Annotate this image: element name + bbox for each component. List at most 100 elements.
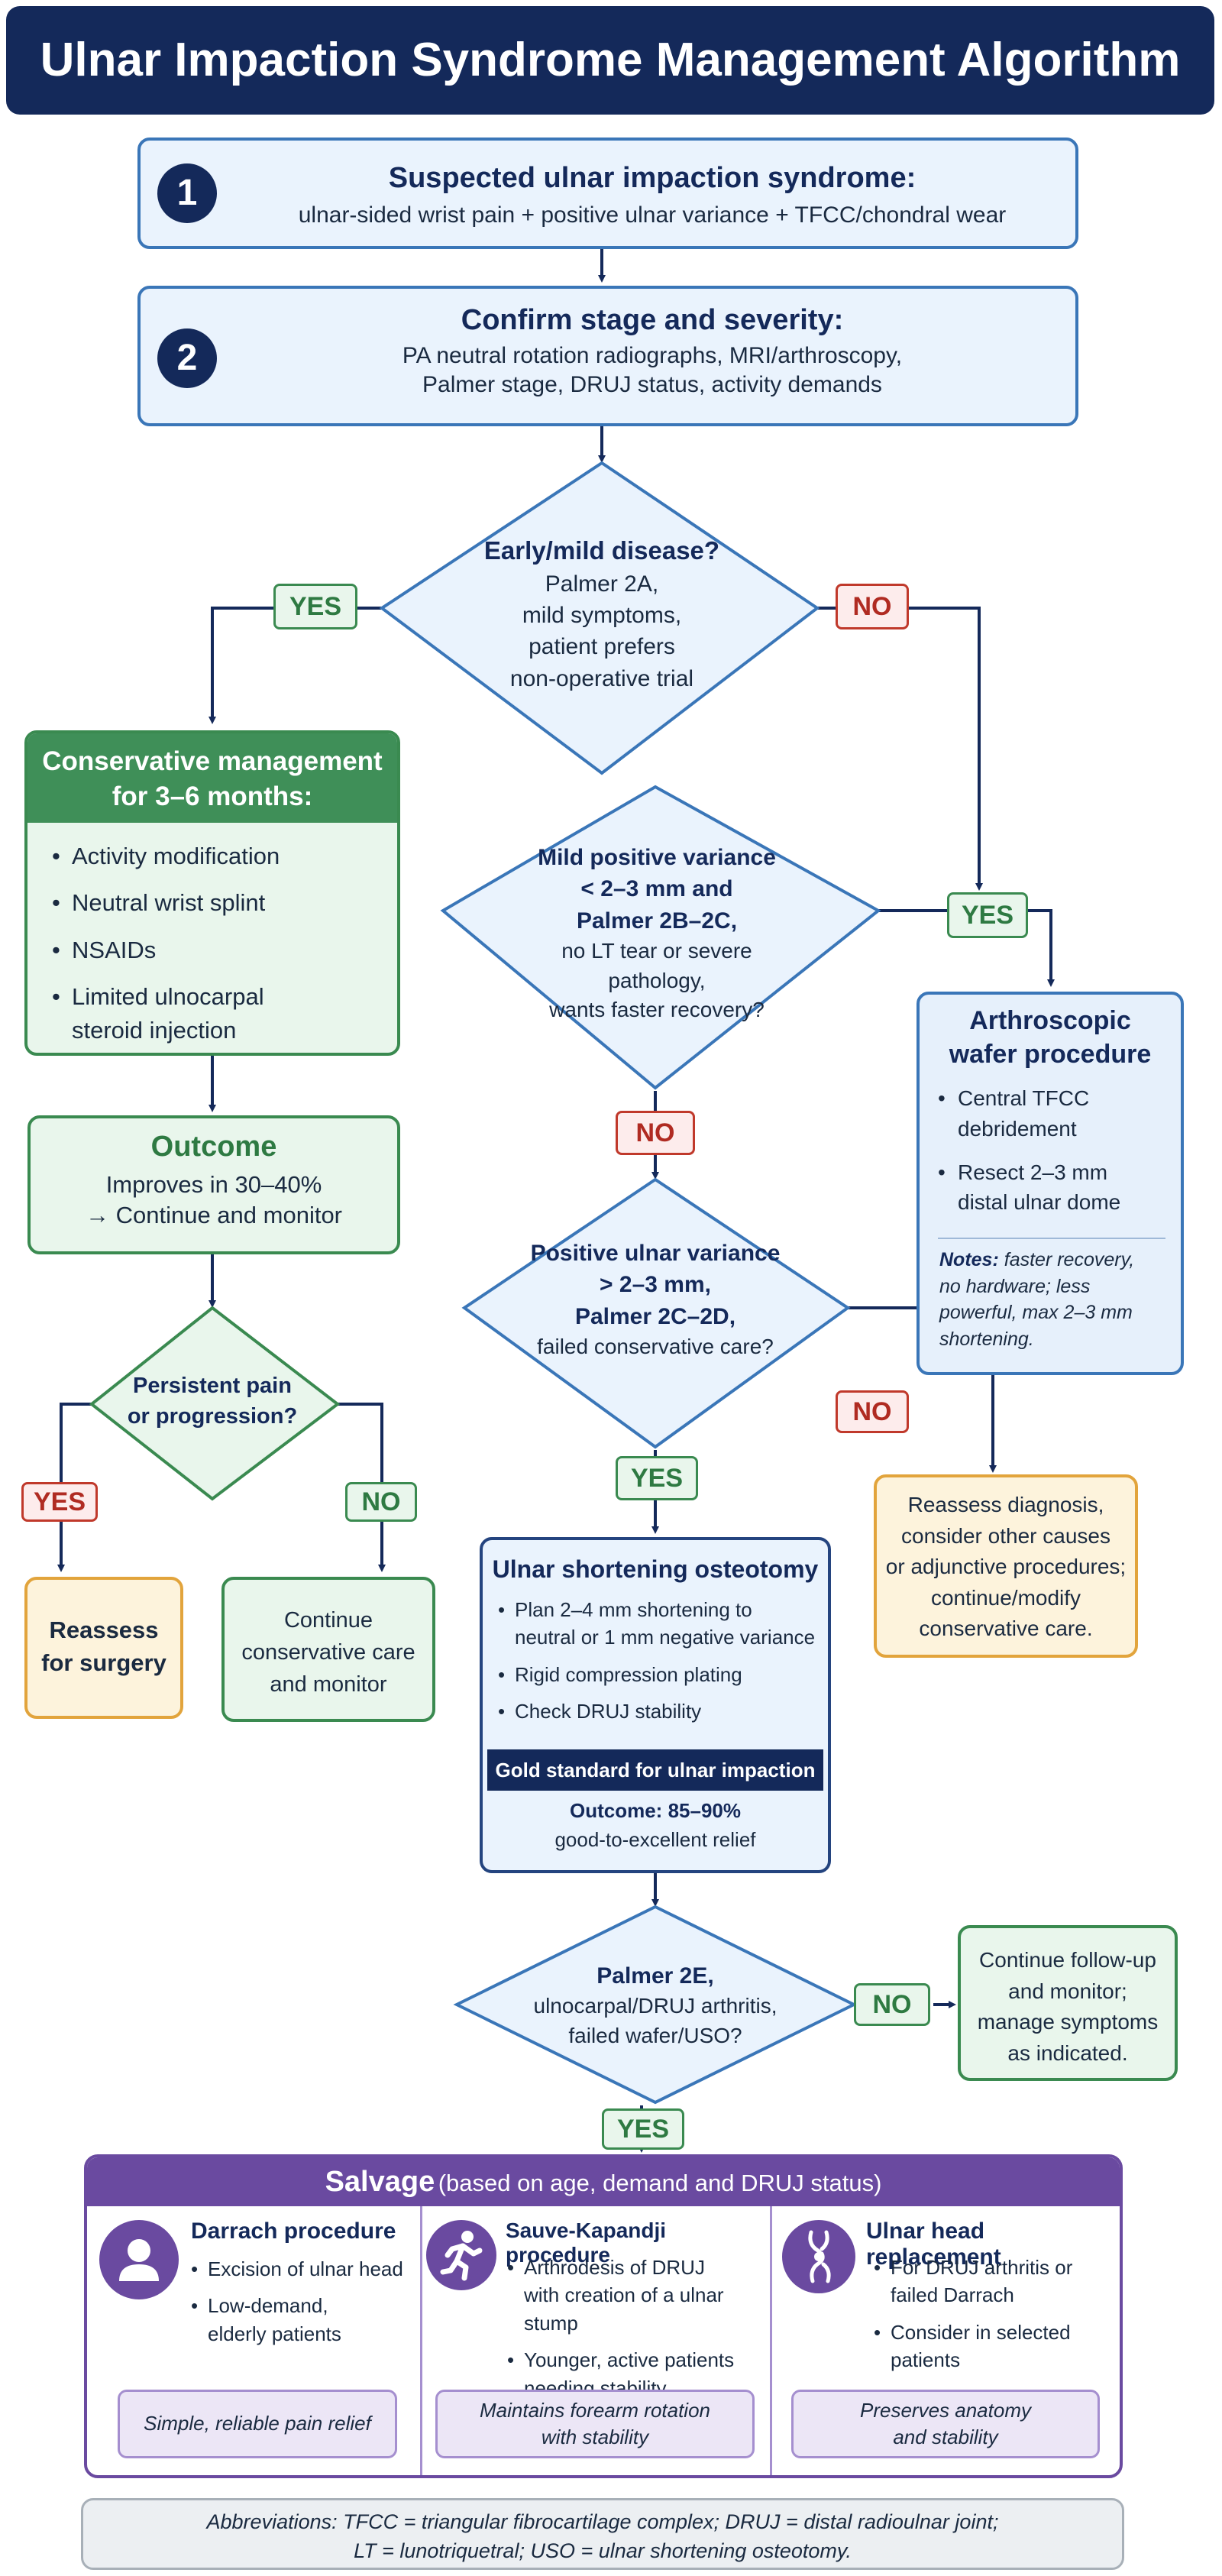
darrach-title: Darrach procedure <box>191 2218 396 2244</box>
conservative-title2: for 3–6 months: <box>112 781 313 811</box>
wafer-notes: Notes: faster recovery, no hardware; les… <box>939 1247 1169 1352</box>
ulnar-head-list: For DRUJ arthritis or failed Darrach Con… <box>866 2254 1110 2383</box>
ulnar-head-note: Preserves anatomy and stability <box>791 2390 1100 2458</box>
salvage-ulnar-head: Ulnar head replacement For DRUJ arthriti… <box>770 2206 1120 2475</box>
d4-text: Palmer 2E, ulnocarpal/DRUJ arthritis, fa… <box>504 1960 807 2051</box>
d-persist-text: Persistent pain or progression? <box>122 1371 302 1432</box>
wafer-notes-l4: shortening. <box>939 1328 1034 1350</box>
d1-text: Early/mild disease? Palmer 2A, mild symp… <box>458 533 745 694</box>
reassess-dx-l1: Reassess diagnosis, <box>907 1493 1104 1516</box>
list-item: Arthrodesis of DRUJ with creation of a u… <box>499 2254 738 2337</box>
reassess-surgery-l1: Reassess <box>49 1616 159 1643</box>
d3-l1: Positive ulnar variance <box>530 1241 781 1266</box>
list-item: Activity modification <box>41 840 382 873</box>
gold-standard-banner: Gold standard for ulnar impaction <box>487 1749 823 1791</box>
sauve-list: Arthrodesis of DRUJ with creation of a u… <box>499 2254 759 2411</box>
reassess-diagnosis-box: Reassess diagnosis, consider other cause… <box>874 1474 1138 1658</box>
sauve-note-l1: Maintains forearm rotation <box>479 2398 711 2422</box>
d1-l3: patient prefers <box>529 634 675 660</box>
step1-box: 1 Suspected ulnar impaction syndrome: ul… <box>137 138 1078 249</box>
d1-question: Early/mild disease? <box>483 536 720 565</box>
abbreviations-l1: Abbreviations: TFCC = triangular fibroca… <box>206 2510 999 2533</box>
page-title: Ulnar Impaction Syndrome Management Algo… <box>6 6 1214 115</box>
no-tag-d3: NO <box>836 1390 909 1433</box>
salvage-sauve: Sauve-Kapandji procedure Arthrodesis of … <box>420 2206 772 2475</box>
wafer-title1: Arthroscopic <box>969 1006 1131 1035</box>
d3-l2: > 2–3 mm, <box>600 1272 711 1298</box>
reassess-surgery-l2: for surgery <box>41 1649 166 1677</box>
continue-cons-l2: conservative care <box>241 1640 415 1665</box>
followup-l1: Continue follow-up <box>979 1948 1156 1972</box>
yes-tag-d4: YES <box>602 2108 684 2150</box>
joint-icon <box>782 2220 855 2293</box>
wafer-list: Central TFCC debridement Resect 2–3 mm d… <box>920 1071 1181 1217</box>
salvage-header: Salvage (based on age, demand and DRUJ s… <box>87 2157 1120 2206</box>
step1-body: ulnar-sided wrist pain + positive ulnar … <box>298 202 1007 228</box>
uso-box: Ulnar shortening osteotomy Plan 2–4 mm s… <box>480 1537 831 1873</box>
d3-l3: Palmer 2C–2D, <box>574 1303 736 1329</box>
d1-l4: non-operative trial <box>509 665 694 691</box>
wafer-title2: wafer procedure <box>949 1040 1152 1070</box>
d4-l3: failed wafer/USO? <box>568 2024 742 2048</box>
d3-text: Positive ulnar variance > 2–3 mm, Palmer… <box>512 1238 799 1362</box>
reassess-dx-l2: consider other causes <box>901 1523 1110 1548</box>
list-item: Rigid compression plating <box>490 1661 817 1689</box>
runner-icon <box>426 2220 496 2290</box>
step2-line2: Palmer stage, DRUJ status, activity dema… <box>422 372 882 397</box>
reassess-dx-l3: or adjunctive procedures; <box>885 1555 1127 1579</box>
d1-l2: mild symptoms, <box>522 602 682 628</box>
continue-cons-l3: and monitor <box>270 1672 387 1697</box>
d2-l4: no LT tear or severe pathology, <box>561 939 752 992</box>
outcome-box: Outcome Improves in 30–40% → Continue an… <box>27 1115 400 1254</box>
list-item: Neutral wrist splint <box>41 886 382 920</box>
reassess-dx-l5: conservative care. <box>919 1616 1093 1641</box>
d1-l1: Palmer 2A, <box>545 571 659 597</box>
abbreviations-l2: LT = lunotriquetral; USO = ulnar shorten… <box>354 2539 852 2562</box>
no-tag-d2: NO <box>616 1111 695 1155</box>
wafer-box: Arthroscopic wafer procedure Central TFC… <box>916 992 1184 1375</box>
ulnar-head-note-l2: and stability <box>893 2426 998 2448</box>
yes-tag-d1: YES <box>273 584 357 629</box>
salvage-subtitle: (based on age, demand and DRUJ status) <box>438 2170 882 2196</box>
d2-text: Mild positive variance < 2–3 mm and Palm… <box>512 842 802 1025</box>
list-item: For DRUJ arthritis or failed Darrach <box>866 2254 1081 2309</box>
d2-l2: < 2–3 mm and <box>580 876 733 902</box>
sauve-note-l2: with stability <box>541 2426 649 2448</box>
conservative-list: Activity modification Neutral wrist spli… <box>27 823 397 1047</box>
d3-l4: failed conservative care? <box>537 1335 774 1359</box>
uso-title: Ulnar shortening osteotomy <box>492 1555 819 1583</box>
reassess-dx-l4: continue/modify <box>930 1585 1081 1610</box>
uso-outcome-l2: good-to-excellent relief <box>554 1827 756 1851</box>
list-item: Limited ulnocarpal steroid injection <box>41 980 301 1047</box>
list-item: Low-demand, elderly patients <box>183 2292 368 2348</box>
wafer-notes-l3: powerful, max 2–3 mm <box>939 1302 1133 1323</box>
list-item: Central TFCC debridement <box>927 1083 1126 1143</box>
reassess-surgery-box: Reassess for surgery <box>24 1577 183 1719</box>
outcome-l2: → Continue and monitor <box>85 1202 343 1228</box>
d2-l1: Mild positive variance <box>538 845 776 870</box>
continue-conservative-box: Continue conservative care and monitor <box>221 1577 435 1722</box>
salvage-darrach: Darrach procedure Excision of ulnar head… <box>87 2206 422 2475</box>
list-item: Plan 2–4 mm shortening to neutral or 1 m… <box>490 1596 817 1652</box>
followup-l3: manage symptoms <box>977 2010 1159 2034</box>
step1-number: 1 <box>157 163 217 223</box>
yes-tag-d2: YES <box>947 892 1028 938</box>
abbreviations-box: Abbreviations: TFCC = triangular fibroca… <box>81 2498 1124 2570</box>
list-item: NSAIDs <box>41 934 382 967</box>
step2-line1: PA neutral rotation radiographs, MRI/art… <box>402 343 903 368</box>
salvage-box: Salvage (based on age, demand and DRUJ s… <box>84 2154 1123 2478</box>
uso-outcome-l1: Outcome: 85–90% <box>570 1799 741 1822</box>
d4-l2: ulnocarpal/DRUJ arthritis, <box>533 1994 777 2018</box>
person-icon <box>99 2220 179 2299</box>
d-persist-l1: Persistent pain <box>133 1374 292 1398</box>
list-item: Excision of ulnar head <box>183 2255 412 2283</box>
no-tag-persist: NO <box>345 1482 417 1522</box>
darrach-note: Simple, reliable pain relief <box>118 2390 397 2458</box>
conservative-box: Conservative management for 3–6 months: … <box>24 730 400 1056</box>
uso-list: Plan 2–4 mm shortening to neutral or 1 m… <box>483 1584 828 1726</box>
no-tag-d4: NO <box>854 1983 930 2026</box>
step2-number: 2 <box>157 328 217 388</box>
outcome-title: Outcome <box>150 1131 277 1163</box>
step2-title: Confirm stage and severity: <box>461 304 844 336</box>
yes-tag-persist: YES <box>21 1482 98 1522</box>
